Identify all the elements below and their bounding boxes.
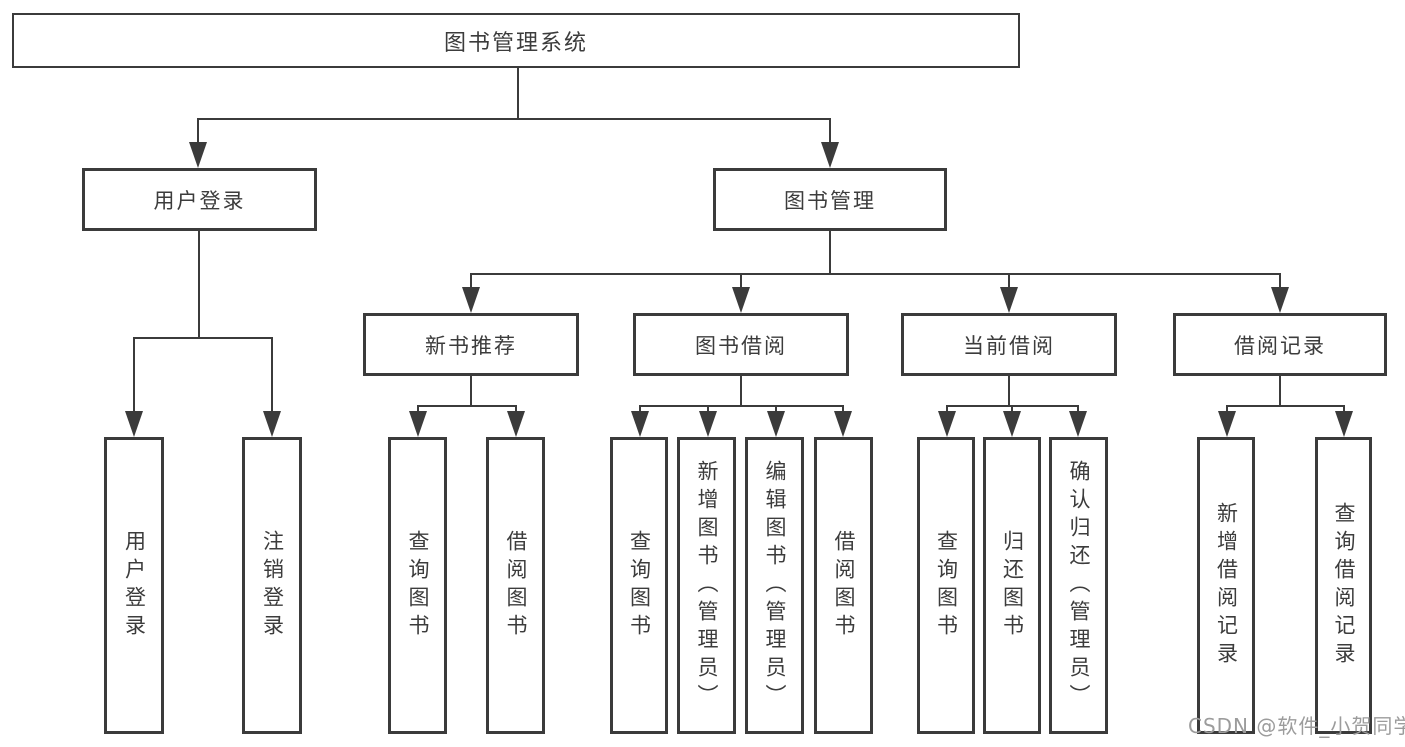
edge-records-bus (1226, 405, 1345, 407)
arrow-down-user-login (189, 142, 207, 168)
leaf-return-book: 归还图书 (983, 437, 1041, 734)
edge-sec-current-stem (1008, 273, 1010, 289)
node-book-borrow: 图书借阅 (633, 313, 849, 376)
edge-leaf-logout-stem (271, 337, 273, 411)
arrow-down (1335, 411, 1353, 437)
edge-stem (842, 405, 844, 413)
edge-root-stem (517, 68, 519, 118)
leaf-confirm-return-admin: 确认归还（管理员） (1049, 437, 1108, 734)
leaf-query-books-current: 查询图书 (917, 437, 975, 734)
arrow-down (507, 411, 525, 437)
leaf-label: 查询图书 (934, 529, 959, 642)
edge-newbook-down (470, 376, 472, 405)
edge-stem (639, 405, 641, 413)
arrow-down (1218, 411, 1236, 437)
arrow-down (938, 411, 956, 437)
arrow-down (767, 411, 785, 437)
arrow-down (409, 411, 427, 437)
node-current-borrow: 当前借阅 (901, 313, 1117, 376)
arrow-down (834, 411, 852, 437)
leaf-add-borrow-record: 新增借阅记录 (1197, 437, 1255, 734)
node-user-login-label: 用户登录 (153, 188, 246, 213)
node-book-mgmt-label: 图书管理 (784, 188, 876, 213)
edge-borrow-bus (639, 405, 844, 407)
edge-root-bus (197, 118, 831, 120)
leaf-label: 查询图书 (406, 529, 430, 642)
leaf-label: 编辑图书（管理员） (763, 459, 787, 712)
edge-stem (707, 405, 709, 413)
leaf-query-books-newbook: 查询图书 (388, 437, 447, 734)
arrow-down (699, 411, 717, 437)
node-book-mgmt: 图书管理 (713, 168, 947, 231)
edge-records-down (1279, 376, 1281, 405)
arrow-down-leaf-login (125, 411, 143, 437)
edge-book-mgmt-down (829, 231, 831, 273)
node-root-label: 图书管理系统 (443, 30, 588, 56)
arrow-down-sec-borrow (732, 287, 750, 313)
node-borrow-records: 借阅记录 (1173, 313, 1387, 376)
leaf-borrow-books-newbook: 借阅图书 (486, 437, 545, 734)
arrow-down-book-mgmt (821, 142, 839, 168)
arrow-down-sec-records (1271, 287, 1289, 313)
leaf-label: 借阅图书 (832, 529, 856, 642)
edge-sec-records-stem (1279, 273, 1281, 289)
arrow-down (631, 411, 649, 437)
edge-borrow-down (740, 376, 742, 405)
arrow-down (1003, 411, 1021, 437)
leaf-label: 确认归还（管理员） (1067, 459, 1091, 712)
leaf-query-borrow-record: 查询借阅记录 (1315, 437, 1372, 734)
leaf-label: 归还图书 (1000, 529, 1025, 642)
edge-sec-newbook-stem (470, 273, 472, 289)
edge-user-login-down (198, 231, 200, 337)
edge-user-login-bus (133, 337, 273, 339)
arrow-down-sec-newbook (462, 287, 480, 313)
node-root: 图书管理系统 (12, 13, 1020, 68)
edge-book-mgmt-stem (829, 118, 831, 144)
leaf-query-books-borrow: 查询图书 (610, 437, 668, 734)
leaf-label: 新增图书（管理员） (695, 459, 719, 712)
edge-sec-borrow-stem (740, 273, 742, 289)
edge-book-mgmt-bus (470, 273, 1281, 275)
edge-stem (417, 405, 419, 413)
edge-stem (775, 405, 777, 413)
arrow-down-leaf-logout (263, 411, 281, 437)
watermark: CSDN @软件_小贺同学 (1188, 714, 1405, 738)
node-book-borrow-label: 图书借阅 (695, 333, 787, 358)
node-user-login: 用户登录 (82, 168, 317, 231)
edge-newbook-bus (417, 405, 516, 407)
arrow-down-sec-current (1000, 287, 1018, 313)
leaf-label: 查询借阅记录 (1332, 501, 1356, 670)
node-current-borrow-label: 当前借阅 (963, 333, 1055, 358)
edge-user-login-stem (197, 118, 199, 144)
edge-stem (1011, 405, 1013, 413)
node-borrow-records-label: 借阅记录 (1234, 333, 1326, 358)
node-new-book-rec: 新书推荐 (363, 313, 579, 376)
node-new-book-rec-label: 新书推荐 (425, 333, 517, 358)
leaf-borrow-books-borrow: 借阅图书 (814, 437, 873, 734)
edge-stem (1343, 405, 1345, 413)
edge-leaf-login-stem (133, 337, 135, 411)
edge-stem (1226, 405, 1228, 413)
edge-stem (515, 405, 517, 413)
edge-stem (946, 405, 948, 413)
leaf-label: 查询图书 (627, 529, 652, 642)
leaf-edit-book-admin: 编辑图书（管理员） (745, 437, 804, 734)
edge-current-down (1008, 376, 1010, 405)
edge-stem (1077, 405, 1079, 413)
leaf-label: 新增借阅记录 (1214, 501, 1239, 670)
leaf-add-book-admin: 新增图书（管理员） (677, 437, 736, 734)
leaf-label: 借阅图书 (504, 529, 528, 642)
leaf-user-login-label: 用户登录 (122, 529, 147, 642)
leaf-logout-label: 注销登录 (260, 529, 285, 642)
arrow-down (1069, 411, 1087, 437)
leaf-user-login: 用户登录 (104, 437, 164, 734)
leaf-logout: 注销登录 (242, 437, 302, 734)
